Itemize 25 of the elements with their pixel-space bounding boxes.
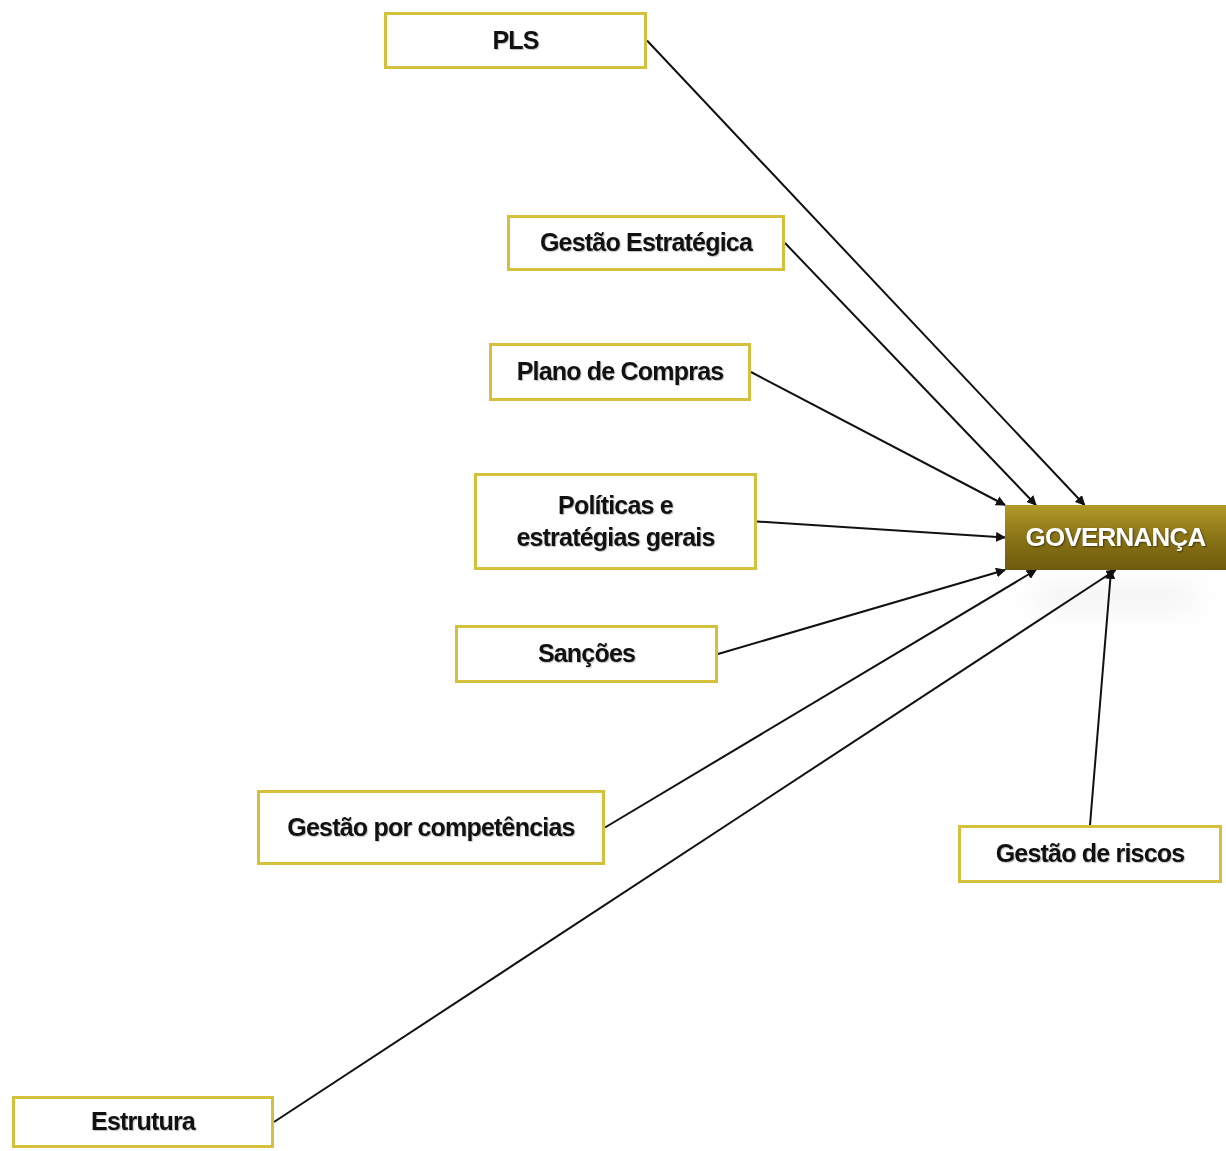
arrow: [273, 569, 1117, 1123]
arrow: [604, 569, 1037, 829]
label-box: [384, 12, 647, 69]
label-box: [12, 1096, 274, 1148]
label-box: [257, 790, 605, 865]
label-box: [455, 625, 718, 683]
label-box: [474, 473, 757, 570]
arrow: [646, 39, 1086, 506]
arrow: [784, 242, 1037, 506]
box-text: PLS: [492, 24, 539, 56]
arrow: [717, 567, 1006, 655]
label-box: [489, 343, 751, 401]
box-text: Gestão de riscos: [995, 838, 1185, 870]
box-text: GOVERNANÇA: [1025, 521, 1206, 554]
box-text: Gestão Estratégica: [539, 227, 753, 259]
highlighted-box: [1005, 505, 1226, 570]
label-box: [958, 825, 1222, 883]
arrow: [750, 371, 1006, 506]
arrow: [756, 520, 1006, 542]
box-text: Plano de Compras: [516, 356, 724, 388]
label-box: [507, 215, 785, 271]
box-text: Políticas e estratégias gerais: [515, 490, 716, 553]
box-text: Estrutura: [91, 1106, 195, 1138]
box-text: Sanções: [537, 638, 636, 670]
box-text: Gestão por competências: [287, 811, 575, 843]
